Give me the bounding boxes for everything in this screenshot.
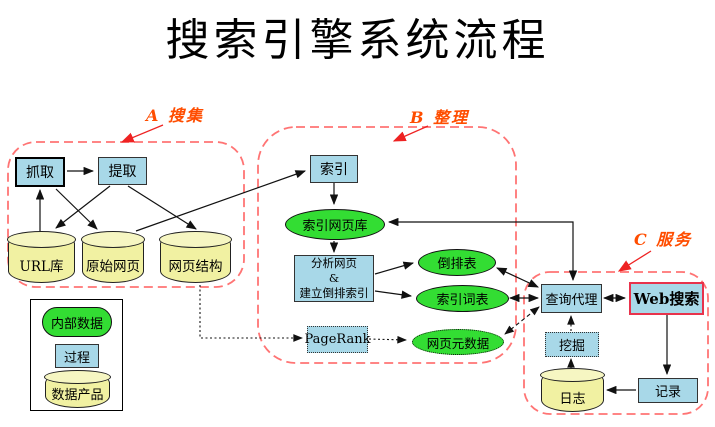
arrow-analyze-to-lexicon [374,290,413,299]
diagram-title: 搜索引擎系统流程 [165,15,550,66]
arrow-rawpages-to-index [135,170,306,232]
analyze-line-2: & [328,271,340,286]
node-raw-pages: 原始网页 [81,231,145,283]
region-a-pointer-arrow [120,124,164,143]
arrow-extract-to-structure [127,185,197,230]
region-c-label: C 服务 [634,230,693,249]
arrow-analyze-to-invertedtable [374,261,415,275]
legend-internal-data: 内部数据 [42,307,112,337]
arrow-metadata-queryagent-dashed [504,306,540,335]
node-log: 日志 [540,368,605,412]
node-pagerank: PageRank [305,326,371,353]
region-b-pointer-arrow [392,125,429,142]
arrow-pagerank-to-metadata-dotted [368,335,407,344]
node-query-agent: 查询代理 [541,284,602,313]
arrow-extract-to-urldb [55,185,111,229]
node-mining: 挖掘 [545,332,599,357]
node-url-db: URL库 [7,231,76,283]
node-index: 索引 [310,155,358,183]
analyze-line-1: 分析网页 [311,256,357,271]
node-page-metadata: 网页元数据 [412,329,504,355]
node-index-lexicon: 索引词表 [416,285,509,312]
node-analyze-build-inverted-index: 分析网页 & 建立倒排索引 [294,255,374,302]
node-crawl: 抓取 [15,157,65,187]
arrow-queryagent-indexedpagedb-feedback [387,217,578,282]
node-inverted-table: 倒排表 [418,249,496,276]
legend-process: 过程 [55,344,99,368]
node-indexed-page-db: 索引网页库 [285,209,385,240]
arrow-crawl-to-rawpages [55,188,98,230]
region-a-label: A 搜集 [146,106,204,125]
analyze-line-3: 建立倒排索引 [299,285,369,300]
arrow-structure-to-pagerank-dotted [199,285,303,342]
region-c-pointer-arrow [617,250,652,272]
node-extract: 提取 [98,157,147,185]
node-web-search: Web搜索 [629,282,704,315]
node-page-structure: 网页结构 [159,231,232,283]
region-b-label: B 整理 [410,108,470,127]
legend-data-product: 数据产品 [44,370,111,408]
region-b-border [257,126,517,364]
node-record: 记录 [638,378,698,403]
arrow-invertedtable-queryagent [496,267,539,288]
region-c-border [523,271,709,415]
